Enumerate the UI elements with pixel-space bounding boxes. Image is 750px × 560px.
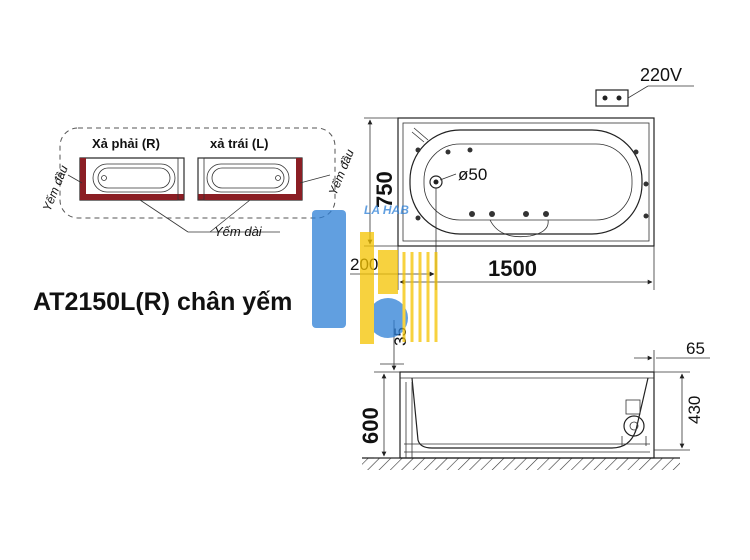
watermark-logo: LA HAB [312, 203, 438, 344]
side-view: 600 35 65 430 [358, 320, 710, 470]
inner-depth-dimension: 430 [685, 396, 704, 424]
long-panel-label: Yếm dài [214, 224, 263, 239]
edge-dimension: 65 [686, 339, 705, 358]
top-view: 220V ø50 750 1500 [350, 65, 694, 290]
end-panel-right-label: Yếm đầu [326, 147, 357, 197]
end-panel-left-label: Yếm đầu [40, 163, 71, 213]
power-label: 220V [640, 65, 682, 85]
watermark-text: LA HAB [364, 203, 409, 217]
tub-outer-top [397, 117, 655, 247]
tub-side-outline [399, 371, 655, 459]
panel-layout-inset: Xả phải (R) xả trái (L) Yếm đầu [40, 127, 357, 239]
length-dimension: 1500 [488, 256, 537, 281]
left-drain-label: xả trái (L) [210, 136, 269, 151]
product-title: AT2150L(R) chân yếm [33, 288, 293, 316]
mini-tub-left-drain [197, 157, 303, 201]
mini-tub-right-drain [79, 157, 185, 201]
right-drain-label: Xả phải (R) [92, 136, 160, 151]
inset-outline [59, 127, 336, 219]
height-dimension: 600 [358, 407, 383, 444]
power-box [595, 89, 629, 107]
side-drain-valve [623, 415, 645, 437]
width-dimension: 750 [372, 171, 397, 208]
floor-hatch [362, 458, 680, 470]
tub-inner-basin [409, 129, 643, 235]
drain-diameter-label: ø50 [458, 165, 487, 184]
tub-basin-profile [411, 377, 649, 449]
